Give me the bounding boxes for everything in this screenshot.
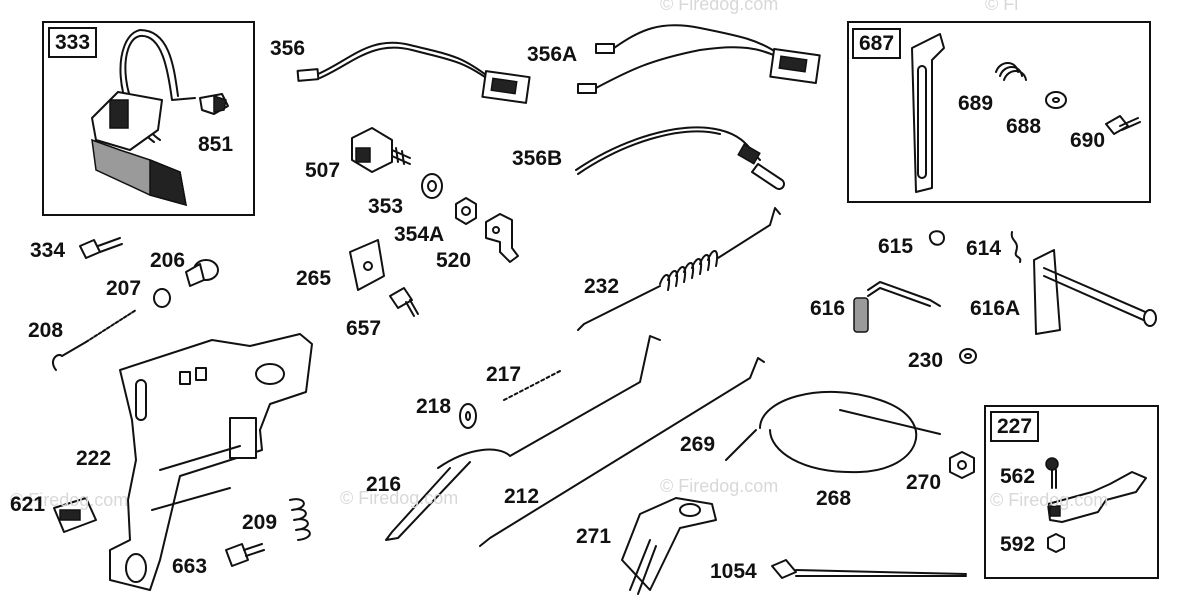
part-label-208: 208 — [28, 319, 64, 342]
washer-230-part — [959, 348, 977, 364]
spring-217-part — [503, 369, 563, 401]
part-label-663: 663 — [172, 555, 208, 578]
hex-nut-part — [455, 197, 477, 225]
part-label-217: 217 — [486, 363, 522, 386]
part-label-212: 212 — [504, 485, 540, 508]
part-label-207: 207 — [106, 277, 142, 300]
part-label-690: 690 — [1070, 129, 1106, 152]
screw-334-part — [79, 237, 123, 259]
part-label-222: 222 — [76, 447, 112, 470]
screw-562-part — [1045, 457, 1059, 489]
part-label-265: 265 — [296, 267, 332, 290]
part-label-353: 353 — [368, 195, 404, 218]
part-label-688: 688 — [1006, 115, 1042, 138]
kit-box-687 — [847, 21, 1151, 203]
part-label-689: 689 — [958, 92, 994, 115]
cable-clamp-271-part — [621, 497, 717, 595]
site-watermark: © Firedog.com — [660, 0, 779, 14]
lever-227-part — [1047, 471, 1147, 523]
part-label-616a: 616A — [970, 297, 1021, 320]
part-label-507: 507 — [305, 159, 341, 182]
part-label-269: 269 — [680, 433, 716, 456]
wire-lead-356-part — [296, 41, 531, 104]
part-label-657: 657 — [346, 317, 382, 340]
part-label-621: 621 — [10, 493, 46, 516]
part-label-268: 268 — [816, 487, 852, 510]
hair-pin-614-part — [1010, 231, 1022, 263]
nut-592-part — [1047, 533, 1065, 553]
part-label-1054: 1054 — [710, 560, 757, 583]
choke-shaft-616a-part — [1033, 249, 1157, 335]
kit-label-687: 687 — [852, 28, 902, 59]
site-watermark: © Firedog.com — [660, 476, 779, 496]
part-label-334: 334 — [30, 239, 66, 262]
part-label-218: 218 — [416, 395, 452, 418]
cable-tie-1054-part — [771, 559, 967, 579]
part-label-271: 271 — [576, 525, 612, 548]
part-label-562: 562 — [1000, 465, 1036, 488]
clip-265-part — [349, 239, 385, 291]
part-label-356a: 356A — [527, 43, 578, 66]
governor-spring-part — [577, 207, 781, 331]
copyright-watermark: © Fi — [985, 0, 1019, 14]
kit-label-333: 333 — [48, 27, 98, 58]
spark-plug-connector-part — [199, 93, 229, 115]
spring-209-part — [289, 498, 311, 541]
part-label-592: 592 — [1000, 533, 1036, 556]
part-label-354a: 354A — [394, 223, 445, 246]
clip-615-part — [928, 230, 945, 246]
stop-switch-part — [351, 127, 411, 173]
part-label-616: 616 — [810, 297, 846, 320]
choke-lever-616-part — [853, 281, 941, 333]
nut-270-part — [949, 451, 975, 479]
ignition-armature-part — [91, 29, 196, 207]
part-label-209: 209 — [242, 511, 278, 534]
lockwasher-part — [421, 173, 443, 199]
site-watermark: © Firedog.com — [10, 490, 129, 510]
part-label-230: 230 — [908, 349, 944, 372]
kit-label-227: 227 — [990, 411, 1040, 442]
site-watermark: © Firedog.com — [990, 490, 1109, 510]
switch-bracket-part — [485, 213, 519, 263]
part-label-615: 615 — [878, 235, 914, 258]
kit-box-227 — [984, 405, 1159, 579]
link-rod-212-part — [437, 335, 765, 547]
wire-harness-356a-part — [577, 24, 821, 94]
part-label-520: 520 — [436, 249, 472, 272]
throttle-bracket-part — [911, 33, 945, 193]
washer-688-part — [1045, 91, 1067, 109]
part-label-851: 851 — [198, 133, 234, 156]
part-label-356b: 356B — [512, 147, 563, 170]
link-rod-216-part — [385, 461, 471, 541]
part-label-356: 356 — [270, 37, 306, 60]
kit-box-333 — [42, 21, 255, 216]
part-label-206: 206 — [150, 249, 186, 272]
part-label-216: 216 — [366, 473, 402, 496]
screw-657-part — [389, 287, 419, 317]
part-label-270: 270 — [906, 471, 942, 494]
fitting-206-part — [185, 259, 219, 287]
spring-208-part — [52, 309, 137, 371]
washer-218-part — [459, 403, 477, 429]
clip-621-part — [53, 497, 97, 533]
site-watermark: © Firedog.com — [340, 488, 459, 508]
ground-wire-356b-part — [575, 126, 785, 190]
part-label-232: 232 — [584, 275, 620, 298]
ring-207-part — [153, 288, 171, 308]
control-bracket-part — [109, 333, 313, 591]
throttle-cable-part — [725, 390, 941, 474]
screw-690-part — [1105, 115, 1141, 135]
part-label-614: 614 — [966, 237, 1002, 260]
spring-689-part — [995, 62, 1027, 81]
screw-663-part — [225, 543, 265, 567]
